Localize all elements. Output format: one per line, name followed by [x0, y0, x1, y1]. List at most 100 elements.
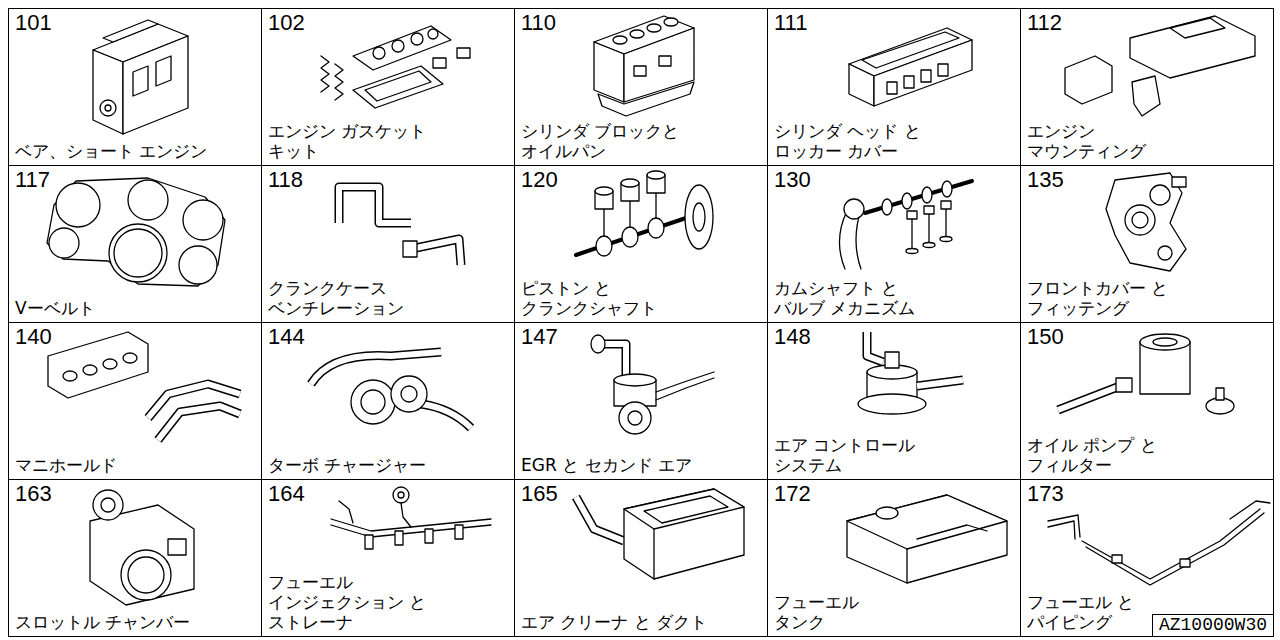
illustration-stroke — [1130, 16, 1255, 78]
section-name: エンジン マウンティング — [1027, 121, 1177, 161]
illustration-stroke — [339, 187, 411, 223]
section-number: 172 — [774, 482, 811, 506]
catalog-cell: 102エンジン ガスケット キット — [261, 8, 515, 166]
section-name: カムシャフト と バルブ メカニズム — [774, 278, 954, 318]
illustration-stroke — [1170, 18, 1225, 38]
illustration-stroke — [614, 374, 656, 386]
illustration-stroke — [63, 371, 77, 381]
engine-illustration — [93, 20, 188, 134]
illustration-stroke — [576, 217, 689, 255]
illustration-stroke — [647, 171, 665, 179]
illustration-stroke — [1125, 205, 1155, 235]
illustration-stroke — [917, 380, 963, 386]
illustration-stroke — [942, 181, 952, 197]
illustration-stroke — [365, 71, 431, 101]
illustration-stroke — [183, 200, 223, 240]
illustration-stroke — [844, 199, 864, 219]
section-name: マニホールド — [15, 455, 117, 475]
catalog-cell: 148エア コントロール システム — [767, 322, 1021, 480]
v-belt-illustration — [47, 178, 225, 286]
illustration-stroke — [100, 100, 116, 116]
illustration-stroke — [907, 211, 917, 219]
catalog-cell: 117Vーベルト — [8, 165, 262, 323]
section-name: フロントカバー と フィッテング — [1027, 278, 1207, 318]
illustration-stroke — [664, 18, 678, 26]
turbocharger-illustration — [311, 352, 471, 428]
illustration-stroke — [867, 332, 883, 362]
illustration-stroke — [938, 64, 948, 76]
illustration-stroke — [398, 492, 404, 498]
illustration-stroke — [47, 178, 225, 286]
catalog-cell: 163スロットル チャンバー — [8, 479, 262, 637]
illustration-stroke — [941, 201, 951, 209]
oil-filter-illustration — [1058, 334, 1234, 414]
section-number: 144 — [268, 325, 305, 349]
illustration-stroke — [457, 48, 470, 58]
illustration-stroke — [1112, 555, 1122, 563]
illustration-stroke — [158, 406, 240, 440]
catalog-cell: 112エンジン マウンティング — [1020, 8, 1274, 166]
illustration-stroke — [923, 243, 935, 248]
air-cleaner-illustration — [576, 489, 744, 579]
illustration-stroke — [917, 380, 963, 386]
illustration-stroke — [1082, 509, 1260, 579]
illustration-stroke — [647, 24, 661, 32]
illustration-stroke — [1086, 513, 1264, 585]
illustration-stroke — [902, 193, 912, 209]
illustration-stroke — [361, 390, 385, 414]
illustration-stroke — [391, 376, 427, 412]
cylinder-block-illustration — [594, 16, 694, 116]
illustration-stroke — [93, 490, 123, 520]
section-name: エンジン ガスケット キット — [268, 121, 458, 161]
illustration-stroke — [630, 30, 644, 38]
illustration-stroke — [158, 406, 240, 440]
engine-mount-illustration — [1065, 16, 1255, 116]
illustration-stroke — [685, 185, 713, 249]
illustration-stroke — [411, 239, 461, 265]
catalog-cell: 130カムシャフト と バルブ メカニズム — [767, 165, 1021, 323]
illustration-stroke — [595, 187, 613, 195]
illustration-stroke — [373, 47, 385, 59]
section-name: ピストン と クランクシャフト — [521, 278, 681, 318]
catalog-cell: 140マニホールド — [8, 322, 262, 480]
camshaft-illustration — [839, 181, 972, 269]
illustration-stroke — [874, 40, 972, 106]
catalog-cell: 135フロントカバー と フィッテング — [1020, 165, 1274, 323]
illustration-stroke — [1172, 177, 1186, 187]
illustration-stroke — [656, 378, 714, 400]
illustration-stroke — [428, 29, 438, 39]
section-name: フューエル と パイピング — [1027, 592, 1146, 632]
catalog-cell: 111シリンダ ヘッド と ロッカー カバー — [767, 8, 1021, 166]
illustration-stroke — [594, 42, 624, 102]
illustration-stroke — [876, 507, 898, 519]
illustration-stroke — [648, 218, 664, 238]
illustration-stroke — [353, 66, 443, 108]
illustration-stroke — [1153, 338, 1177, 346]
illustration-stroke — [839, 211, 847, 269]
drawing-code: AZ10000W30 — [1159, 615, 1267, 636]
illustration-stroke — [858, 394, 926, 414]
section-name: ベア、ショート エンジン — [15, 141, 207, 161]
illustration-stroke — [1058, 386, 1120, 410]
illustration-stroke — [156, 56, 171, 86]
illustration-stroke — [1132, 76, 1160, 116]
illustration-stroke — [393, 487, 409, 503]
catalog-cell: 147EGR と セカンド エア — [514, 322, 768, 480]
illustration-stroke — [576, 497, 624, 541]
illustration-stroke — [425, 529, 433, 543]
illustration-stroke — [123, 353, 137, 363]
illustration-stroke — [1140, 334, 1190, 350]
illustration-stroke — [644, 496, 728, 523]
fuel-tank-illustration — [847, 495, 1007, 583]
section-number: 150 — [1027, 325, 1064, 349]
fuel-piping-illustration — [1048, 501, 1270, 585]
illustration-stroke — [921, 70, 931, 82]
illustration-stroke — [621, 179, 639, 187]
ventilation-hose-illustration — [339, 187, 461, 265]
illustration-stroke — [128, 557, 164, 593]
illustration-stroke — [93, 50, 123, 134]
illustration-stroke — [433, 58, 446, 68]
illustration-stroke — [114, 229, 162, 277]
illustration-stroke — [421, 404, 471, 428]
section-number: 147 — [521, 325, 558, 349]
